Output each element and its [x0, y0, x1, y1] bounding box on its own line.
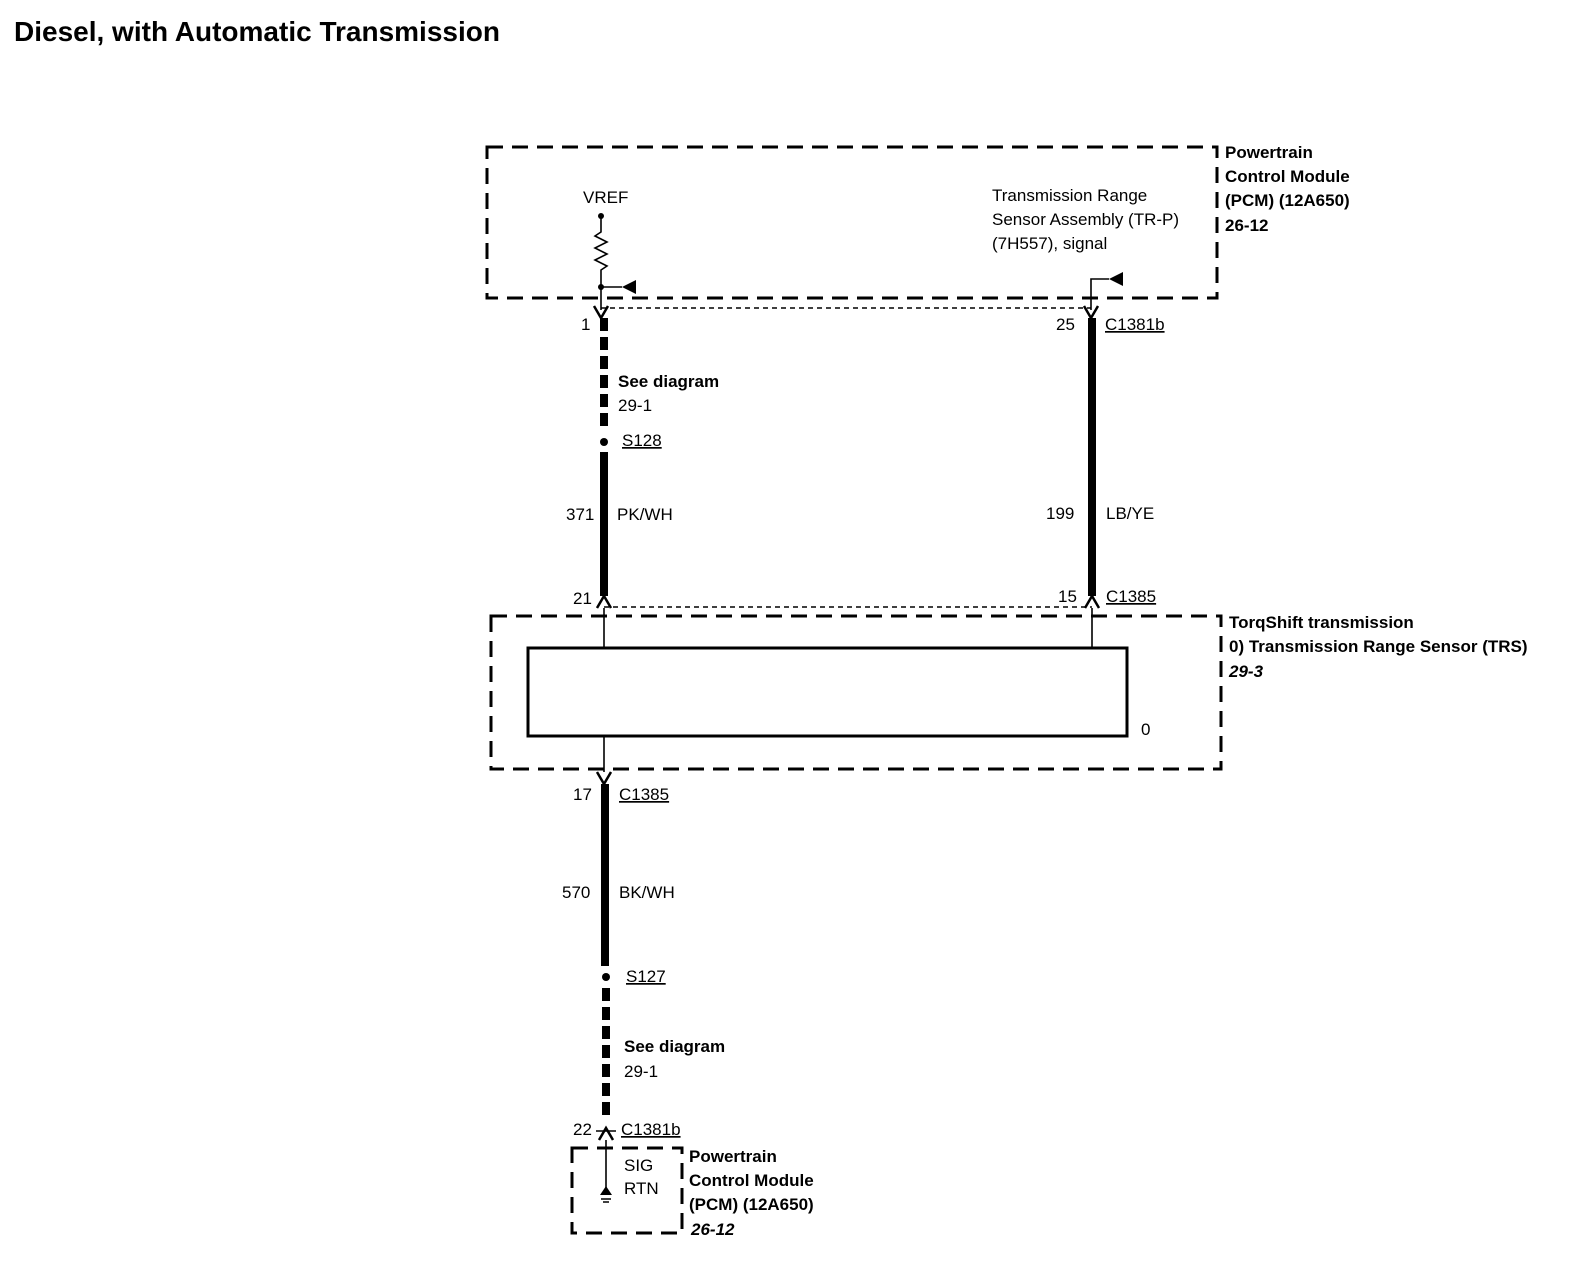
- splice-s128: S128: [622, 431, 662, 450]
- pcm-top-name-3: (PCM) (12A650): [1225, 191, 1350, 210]
- vref-arrow: [622, 280, 636, 294]
- see-diagram-1: See diagram: [618, 372, 719, 391]
- bottom-wire-color: BK/WH: [619, 883, 675, 902]
- page-title: Diesel, with Automatic Transmission: [14, 16, 500, 47]
- trs-signal-text-3: (7H557), signal: [992, 234, 1107, 253]
- connector-c1385: C1385: [1106, 587, 1156, 606]
- pcm-top-page-ref: 26-12: [1225, 216, 1268, 235]
- pcm-top-name-1: Powertrain: [1225, 143, 1313, 162]
- connector-bottom-trs-arrow: [595, 771, 613, 787]
- see-diagram-ref-1: 29-1: [618, 396, 652, 415]
- see-diagram-ref-2: 29-1: [624, 1062, 658, 1081]
- trs-sensor-body: [526, 646, 1129, 738]
- trs-signal-text-2: Sensor Assembly (TR-P): [992, 210, 1179, 229]
- trs-signal-line: [1090, 278, 1109, 310]
- trs-module-name-2: 0) Transmission Range Sensor (TRS): [1229, 637, 1528, 656]
- trs-signal-arrow: [1109, 272, 1123, 286]
- right-pin-top: 25: [1056, 315, 1075, 334]
- right-circuit-number: 199: [1046, 504, 1074, 523]
- connector-bottom-pcm-arrow: [597, 1125, 615, 1141]
- pcm-bottom-name-1: Powertrain: [689, 1147, 777, 1166]
- pcm-bottom-box: [570, 1146, 684, 1235]
- bottom-pin-pcm: 22: [573, 1120, 592, 1139]
- ground-icon: [600, 1186, 612, 1195]
- left-circuit-number: 371: [566, 505, 594, 524]
- trs-module-name-1: TorqShift transmission: [1229, 613, 1414, 632]
- bottom-pin-trs: 17: [573, 785, 592, 804]
- splice-s127-dot: [602, 973, 610, 981]
- right-pin-trs: 15: [1058, 587, 1077, 606]
- pcm-bottom-name-2: Control Module: [689, 1171, 814, 1190]
- pcm-top-name-2: Control Module: [1225, 167, 1350, 186]
- vref-resistor: [593, 216, 609, 287]
- splice-s127: S127: [626, 967, 666, 986]
- sig-rtn-label-2: RTN: [624, 1179, 659, 1198]
- pcm-bottom-page-ref: 26-12: [690, 1220, 735, 1239]
- bottom-circuit-number: 570: [562, 883, 590, 902]
- splice-s128-dot: [600, 438, 608, 446]
- trs-module-page-ref: 29-3: [1228, 662, 1264, 681]
- trs-signal-text-1: Transmission Range: [992, 186, 1147, 205]
- left-pin-top: 1: [581, 315, 590, 334]
- pcm-bottom-name-3: (PCM) (12A650): [689, 1195, 814, 1214]
- connector-left-trs-arrow: [595, 593, 613, 609]
- ground-icon-bars: [601, 1198, 611, 1203]
- left-wire-color: PK/WH: [617, 505, 673, 524]
- left-pin-trs: 21: [573, 589, 592, 608]
- connector-c1385-bottom: C1385: [619, 785, 669, 804]
- sig-rtn-label-1: SIG: [624, 1156, 653, 1175]
- trs-module-box: [489, 614, 1223, 771]
- connector-c1381b-bottom: C1381b: [621, 1120, 681, 1139]
- connector-c1381b-top: C1381b: [1105, 315, 1165, 334]
- see-diagram-2: See diagram: [624, 1037, 725, 1056]
- trs-item-marker: 0: [1141, 720, 1150, 739]
- connector-right-trs-arrow: [1083, 593, 1101, 609]
- right-wire-color: LB/YE: [1106, 504, 1154, 523]
- vref-label: VREF: [583, 188, 628, 207]
- pcm-top-box: [485, 145, 1219, 300]
